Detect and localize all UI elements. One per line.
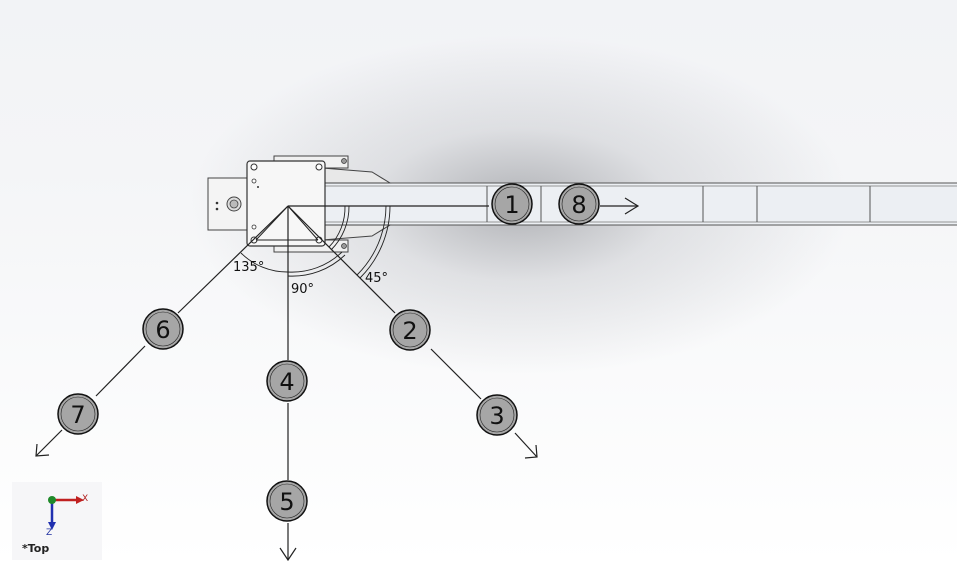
marker-7[interactable]: 7 [57, 393, 99, 435]
angle-label-45: 45° [365, 271, 388, 286]
marker-6[interactable]: 6 [142, 308, 184, 350]
marker-4-label: 4 [279, 368, 294, 396]
marker-1[interactable]: 1 [491, 183, 533, 225]
view-name-label: *Top [22, 542, 50, 555]
marker-1-label: 1 [504, 191, 519, 219]
marker-4[interactable]: 4 [266, 360, 308, 402]
marker-5[interactable]: 5 [266, 480, 308, 522]
arrowhead-southeast [524, 444, 538, 459]
direction-arrowheads [35, 197, 640, 562]
marker-7-label: 7 [70, 401, 85, 429]
axis-triad-icon [48, 496, 84, 530]
angle-label-135: 135° [233, 260, 264, 275]
marker-2-label: 2 [402, 317, 417, 345]
arrowhead-southwest [35, 443, 50, 457]
marker-8-label: 8 [571, 191, 586, 219]
marker-5-label: 5 [279, 488, 294, 516]
axis-x-label: X [82, 494, 89, 504]
arrowhead-south [279, 547, 297, 562]
angle-label-90: 90° [291, 282, 314, 297]
marker-8[interactable]: 8 [558, 183, 600, 225]
motor-housing[interactable] [246, 160, 326, 247]
direction-lines [35, 205, 638, 560]
conveyor-rail[interactable] [321, 182, 957, 226]
marker-3-label: 3 [489, 402, 504, 430]
arrowhead-east [624, 197, 640, 215]
marker-6-label: 6 [155, 316, 170, 344]
view-orientation-triad[interactable]: X Z *Top [12, 482, 102, 560]
axis-z-label: Z [46, 528, 53, 538]
marker-3[interactable]: 3 [476, 394, 518, 436]
marker-2[interactable]: 2 [389, 309, 431, 351]
